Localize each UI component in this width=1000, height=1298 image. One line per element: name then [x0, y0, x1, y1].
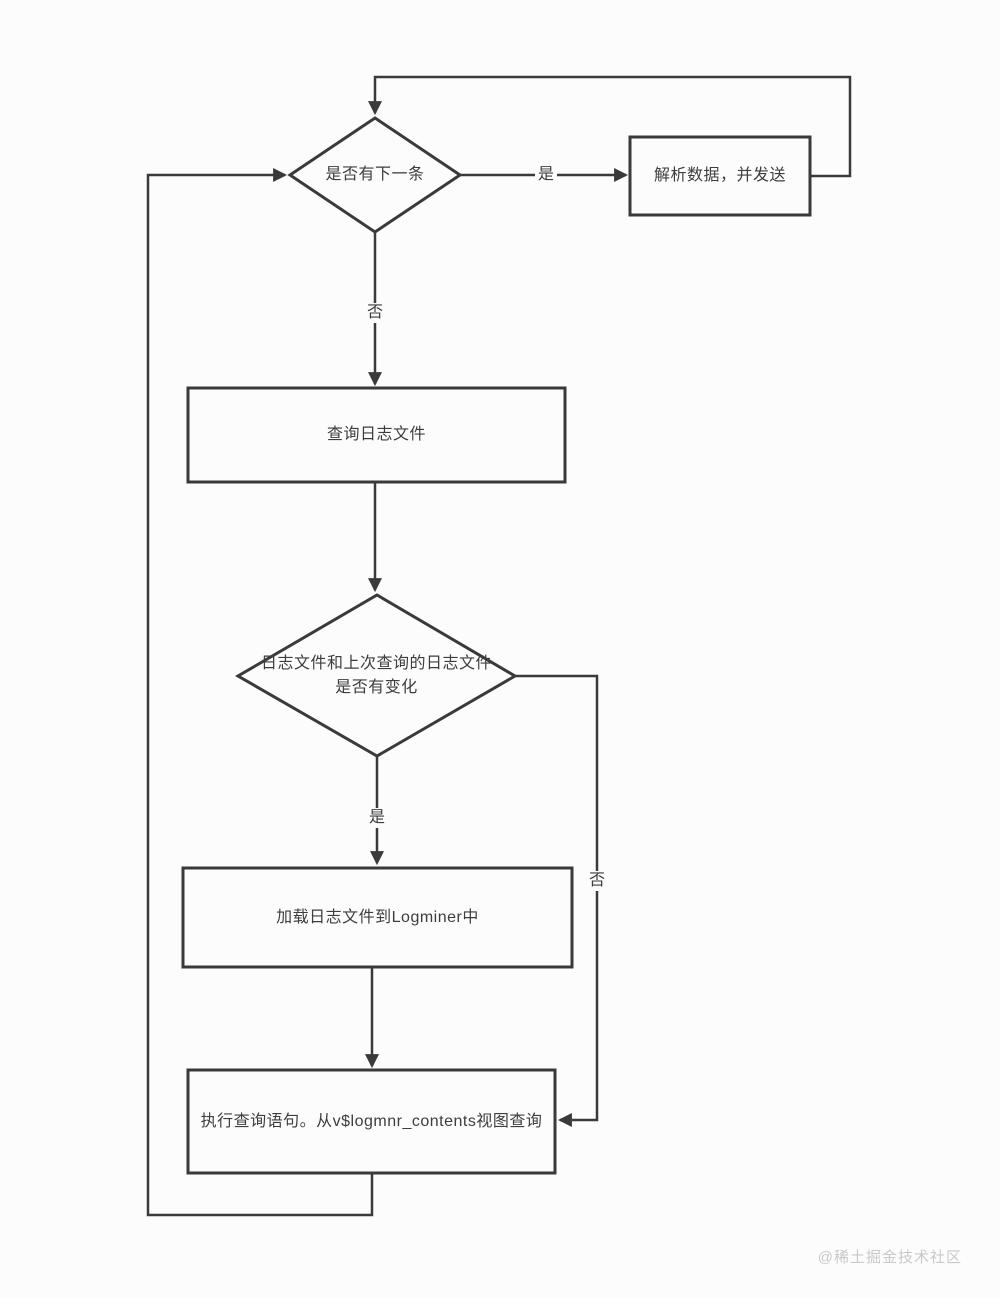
- edge-label-has-next-yes: 是: [534, 165, 558, 185]
- node-decision-log-changed: 日志文件和上次查询的日志文件是否有变化: [238, 595, 515, 756]
- edge-label-log-changed-no: 否: [585, 871, 609, 891]
- process-load-logminer-shape: [181, 866, 574, 969]
- node-label-load-logminer: 加载日志文件到Logminer中: [276, 908, 479, 926]
- edge-parse-send-loopback: [368, 75, 852, 178]
- edge-log-changed-no: [515, 674, 599, 1127]
- node-label-exec-query: 执行查询语句。从v$logmnr_contents视图查询: [200, 1112, 543, 1130]
- node-process-load-logminer: 加载日志文件到Logminer中: [183, 868, 572, 967]
- node-label-parse-send: 解析数据，并发送: [653, 167, 786, 185]
- process-query-log-shape: [186, 386, 567, 484]
- watermark: @稀土掘金技术社区: [817, 1249, 962, 1266]
- edge-exec-query-loopback: [146, 168, 374, 1217]
- node-process-query-log: 查询日志文件: [188, 388, 565, 482]
- node-process-exec-query: 执行查询语句。从v$logmnr_contents视图查询: [188, 1070, 555, 1173]
- node-label-log-changed: 日志文件和上次查询的日志文件是否有变化: [260, 655, 492, 696]
- node-process-parse-send: 解析数据，并发送: [630, 137, 810, 215]
- node-label-has-next: 是否有下一条: [325, 166, 425, 184]
- node-decision-has-next: 是否有下一条: [290, 118, 460, 232]
- edge-label-has-next-no: 否: [363, 303, 387, 323]
- edge-label-log-changed-yes: 是: [365, 808, 389, 828]
- node-label-query-log: 查询日志文件: [326, 426, 426, 444]
